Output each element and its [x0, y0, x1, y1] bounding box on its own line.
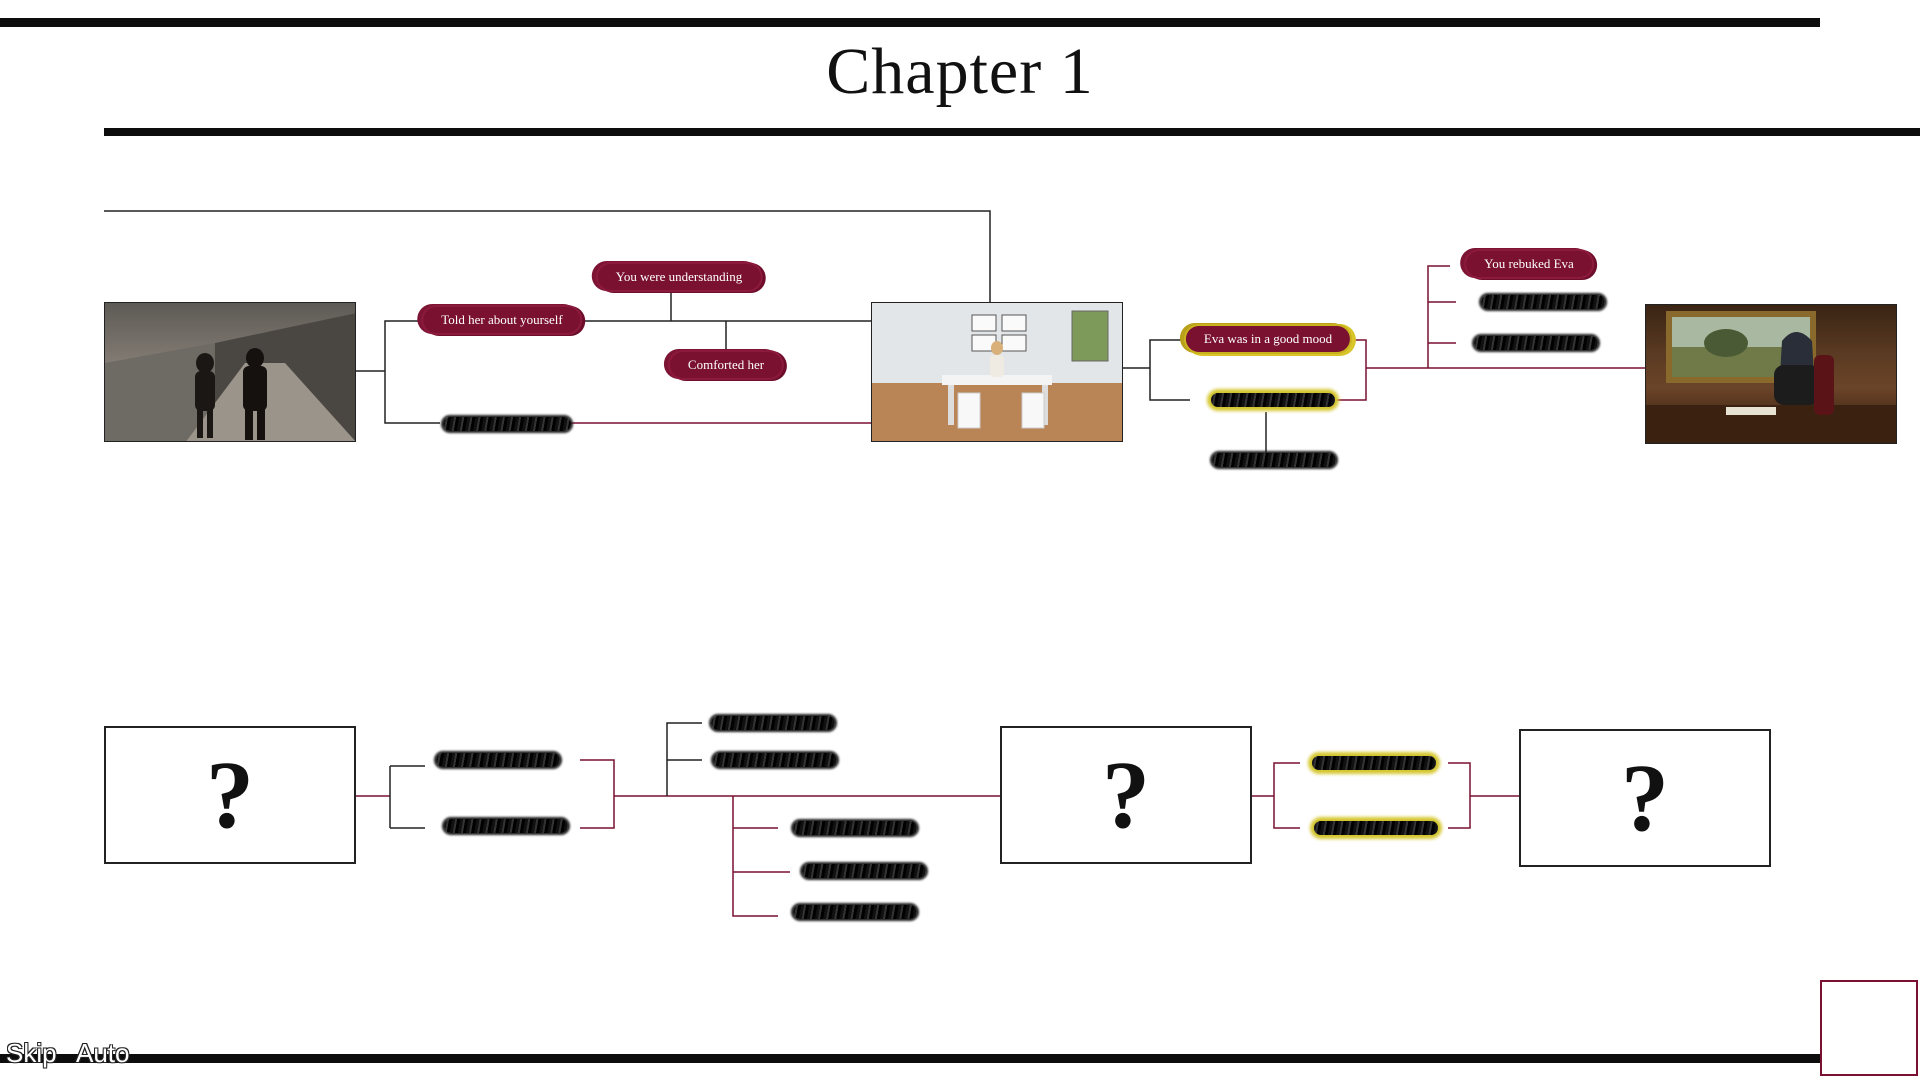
corner-frame-button[interactable] — [1820, 980, 1918, 1076]
choice-eva-good-mood[interactable]: Eva was in a good mood — [1185, 326, 1351, 352]
locked-choice — [436, 753, 560, 767]
question-mark-icon: ? — [206, 741, 254, 848]
choice-you-rebuked-eva[interactable]: You rebuked Eva — [1466, 251, 1592, 277]
locked-choice — [802, 864, 926, 878]
bottom-rule — [0, 1054, 1820, 1063]
scene-node-office[interactable] — [871, 302, 1123, 442]
choice-comforted-her[interactable]: Comforted her — [669, 352, 783, 378]
top-rule — [0, 18, 1820, 27]
locked-choice — [1474, 336, 1598, 350]
choice-told-her-about-yourself[interactable]: Told her about yourself — [423, 307, 581, 333]
locked-choice — [793, 905, 917, 919]
locked-choice — [713, 753, 837, 767]
locked-choice — [711, 716, 835, 730]
locked-choice — [1314, 821, 1438, 835]
locked-choice — [1312, 756, 1436, 770]
study-illustration — [1646, 311, 1896, 443]
skip-button[interactable]: Skip — [6, 1038, 57, 1068]
chapter-title: Chapter 1 — [826, 35, 1094, 108]
auto-button[interactable]: Auto — [76, 1038, 130, 1068]
locked-choice — [1212, 453, 1336, 467]
scene-node-study[interactable] — [1645, 304, 1897, 444]
street-illustration — [105, 313, 355, 441]
question-mark-icon: ? — [1621, 744, 1669, 851]
locked-choice — [1211, 393, 1335, 407]
locked-choice — [1481, 295, 1605, 309]
office-illustration — [872, 303, 1122, 441]
question-mark-icon: ? — [1102, 741, 1150, 848]
choice-you-were-understanding[interactable]: You were understanding — [597, 264, 761, 290]
locked-scene-node-3[interactable]: ? — [1519, 729, 1771, 867]
locked-scene-node-1[interactable]: ? — [104, 726, 356, 864]
locked-choice — [793, 821, 917, 835]
scene-node-street[interactable] — [104, 302, 356, 442]
locked-scene-node-2[interactable]: ? — [1000, 726, 1252, 864]
title-underline — [104, 128, 1920, 136]
locked-choice — [444, 819, 568, 833]
locked-choice — [443, 417, 571, 431]
